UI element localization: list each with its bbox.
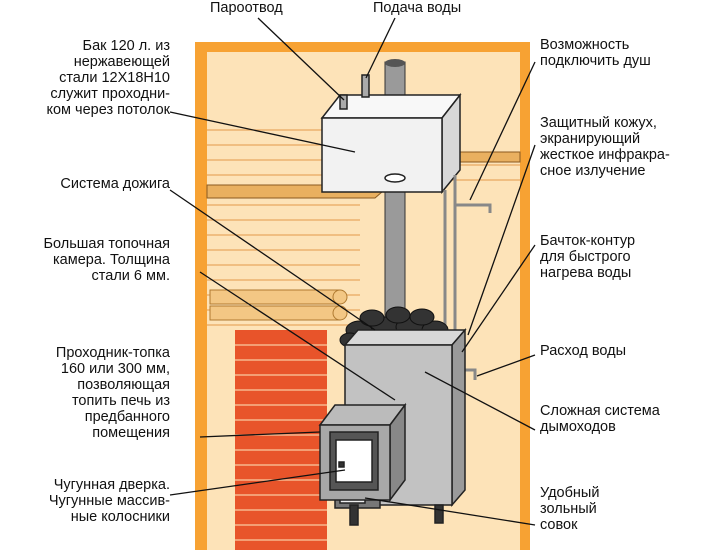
label-steam-outlet: Пароотвод xyxy=(210,0,283,16)
label-passthrough: Проходник-топка 160 или 300 мм, позволяю… xyxy=(55,345,170,441)
label-afterburn: Система дожига xyxy=(60,176,170,192)
firebox-passthrough xyxy=(318,402,407,503)
label-water-supply: Подача воды xyxy=(373,0,462,16)
label-flues: Сложная система дымоходов xyxy=(540,403,660,435)
label-ash-pan: Удобный зольный совок xyxy=(540,485,600,533)
label-water-out: Расход воды xyxy=(540,343,626,359)
water-tank xyxy=(320,74,462,195)
label-chamber: Большая топочная камера. Толщина стали 6… xyxy=(43,236,170,284)
label-loop-tank: Бачток-контур для быстрого нагрева воды xyxy=(540,233,636,281)
label-shower: Возможность подключить душ xyxy=(540,37,651,69)
label-door: Чугунная дверка. Чугунные массив- ные ко… xyxy=(48,477,170,525)
label-tank: Бак 120 л. из нержавеющей стали 12Х18Н10… xyxy=(46,38,170,118)
brick-wall xyxy=(235,330,327,550)
leader-lines xyxy=(169,17,536,526)
label-casing: Защитный кожух, экранирующий жесткое инф… xyxy=(540,115,670,179)
